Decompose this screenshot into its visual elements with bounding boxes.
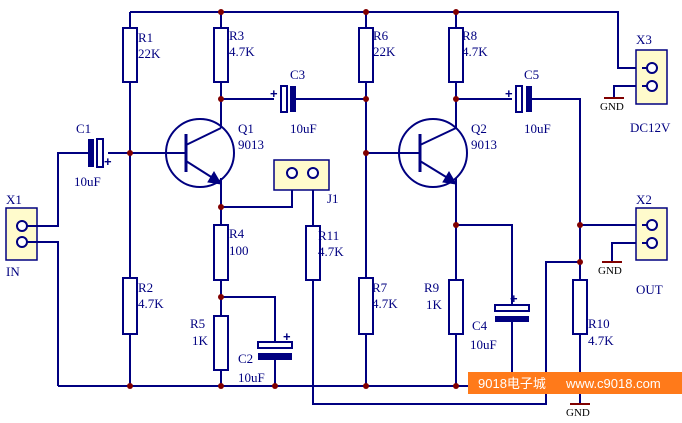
gnd-label-bottom: GND <box>566 407 590 419</box>
resistor-r10: R10 4.7K <box>572 279 614 348</box>
resistor-r9: R9 1K <box>424 279 464 335</box>
q2-label: Q2 <box>471 121 487 136</box>
r7-value: 4.7K <box>372 296 398 311</box>
r11-value: 4.7K <box>318 244 344 259</box>
r4-label: R4 <box>229 226 245 241</box>
q2-value: 9013 <box>471 137 497 152</box>
r6-label: R6 <box>373 28 389 43</box>
gnd-label-x2: GND <box>598 265 622 277</box>
ground-symbol-x3: GND <box>600 97 624 113</box>
r3-value: 4.7K <box>229 44 255 59</box>
r6-value: 22K <box>373 44 396 59</box>
c1-value: 10uF <box>74 174 101 189</box>
r8-value: 4.7K <box>462 44 488 59</box>
r11-label: R11 <box>318 228 339 243</box>
r5-label: R5 <box>190 316 205 331</box>
wires <box>42 11 642 405</box>
resistor-r7: R7 4.7K <box>358 277 398 335</box>
q1-value: 9013 <box>238 137 264 152</box>
ground-symbol-bottom: GND <box>566 403 590 419</box>
connector-x3: X3 DC12V <box>630 32 671 135</box>
junctions <box>127 9 583 389</box>
c1-label: C1 <box>76 121 91 136</box>
resistor-r5: R5 1K <box>190 315 229 371</box>
out-label: OUT <box>636 282 663 297</box>
r8-label: R8 <box>462 28 477 43</box>
dc12v-label: DC12V <box>630 120 671 135</box>
c1-polarity: + <box>104 154 112 169</box>
c2-value: 10uF <box>238 370 265 385</box>
gnd-label-x3: GND <box>600 101 624 113</box>
in-label: IN <box>6 264 20 279</box>
r1-value: 22K <box>138 46 161 61</box>
transistor-q1: Q1 9013 <box>165 118 264 188</box>
resistor-r6: R6 22K <box>358 27 396 83</box>
watermark-brand: 9018电子城 <box>478 376 546 391</box>
r2-value: 4.7K <box>138 296 164 311</box>
resistor-r3: R3 4.7K <box>213 27 255 83</box>
c2-label: C2 <box>238 351 253 366</box>
transistor-q2: Q2 9013 <box>398 118 497 188</box>
resistor-r2: R2 4.7K <box>122 277 164 335</box>
capacitor-c1: + C1 10uF <box>74 121 112 189</box>
c5-polarity: + <box>505 86 513 101</box>
c3-polarity: + <box>270 86 278 101</box>
c4-label: C4 <box>472 318 488 333</box>
j1-label: J1 <box>327 191 339 206</box>
r5-value: 1K <box>192 333 209 348</box>
jumper-j1: J1 <box>273 159 339 206</box>
connector-x1: X1 IN <box>5 192 42 279</box>
resistor-r1: R1 22K <box>122 27 161 83</box>
q1-label: Q1 <box>238 121 254 136</box>
ground-symbol-x2: GND <box>598 261 622 277</box>
c3-value: 10uF <box>290 121 317 136</box>
c4-value: 10uF <box>470 337 497 352</box>
watermark-banner: 9018电子城 www.c9018.com <box>468 372 682 394</box>
capacitor-c5: + C5 10uF <box>505 67 551 136</box>
r9-label: R9 <box>424 280 439 295</box>
c5-label: C5 <box>524 67 539 82</box>
c3-label: C3 <box>290 67 305 82</box>
x2-label: X2 <box>636 192 652 207</box>
watermark-url: www.c9018.com <box>565 376 661 391</box>
r1-label: R1 <box>138 30 153 45</box>
resistor-r4: R4 100 <box>213 224 249 281</box>
capacitor-c2: + C2 10uF <box>238 329 293 385</box>
connector-x2: X2 OUT <box>635 192 668 297</box>
capacitor-c3: + C3 10uF <box>270 67 317 136</box>
c5-value: 10uF <box>524 121 551 136</box>
r4-value: 100 <box>229 243 249 258</box>
capacitor-c4: + C4 10uF <box>470 291 530 352</box>
r7-label: R7 <box>372 280 388 295</box>
c4-polarity: + <box>510 291 518 306</box>
r3-label: R3 <box>229 28 244 43</box>
r10-label: R10 <box>588 316 610 331</box>
r9-value: 1K <box>426 297 443 312</box>
c2-polarity: + <box>283 329 291 344</box>
r2-label: R2 <box>138 280 153 295</box>
resistor-r8: R8 4.7K <box>448 27 488 83</box>
resistor-r11: R11 4.7K <box>305 225 344 281</box>
x1-label: X1 <box>6 192 22 207</box>
r10-value: 4.7K <box>588 333 614 348</box>
x3-label: X3 <box>636 32 652 47</box>
